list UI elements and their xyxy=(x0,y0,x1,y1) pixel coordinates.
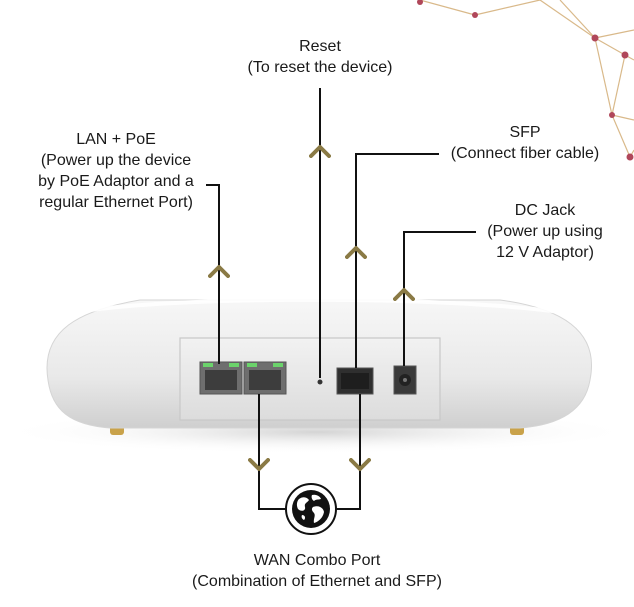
wan-callout: WAN Combo Port (Combination of Ethernet … xyxy=(157,550,477,592)
dc-line-v xyxy=(403,231,405,366)
sfp-line-h xyxy=(355,153,439,155)
wan-title: WAN Combo Port xyxy=(253,552,381,569)
chevron-up-icon xyxy=(208,265,230,278)
wan-line-right-v xyxy=(359,394,361,510)
lan-title: LAN + PoE xyxy=(76,131,156,148)
wan-desc: (Combination of Ethernet and SFP) xyxy=(192,573,442,590)
dc-line-h xyxy=(403,231,476,233)
reset-desc: (To reset the device) xyxy=(247,59,393,76)
sfp-title: SFP xyxy=(509,124,541,141)
sfp-desc: (Connect fiber cable) xyxy=(450,145,600,162)
dc-title: DC Jack xyxy=(514,202,576,219)
reset-line xyxy=(319,88,321,378)
dc-desc-line: 12 V Adaptor) xyxy=(496,244,594,261)
chevron-down-icon xyxy=(349,458,371,471)
lan-line-h xyxy=(206,184,220,186)
sfp-line-v xyxy=(355,153,357,368)
chevron-up-icon xyxy=(393,288,415,301)
reset-title: Reset xyxy=(299,38,341,55)
lan-line-v xyxy=(218,184,220,364)
chevron-up-icon xyxy=(345,246,367,259)
wan-line-left-v xyxy=(258,394,260,510)
lan-desc-line: regular Ethernet Port) xyxy=(39,194,193,211)
reset-callout: Reset (To reset the device) xyxy=(200,36,440,78)
chevron-up-icon xyxy=(309,145,331,158)
dc-desc-line: (Power up using xyxy=(487,223,603,240)
wan-line-right-h xyxy=(334,508,361,510)
lan-callout: LAN + PoE (Power up the device by PoE Ad… xyxy=(14,129,218,213)
dc-callout: DC Jack (Power up using 12 V Adaptor) xyxy=(470,200,620,263)
lan-desc-line: (Power up the device xyxy=(40,152,192,169)
globe-icon xyxy=(285,483,337,535)
chevron-down-icon xyxy=(248,458,270,471)
wan-line-left-h xyxy=(258,508,288,510)
lan-desc-line: by PoE Adaptor and a xyxy=(38,173,194,190)
sfp-callout: SFP (Connect fiber cable) xyxy=(430,122,620,164)
